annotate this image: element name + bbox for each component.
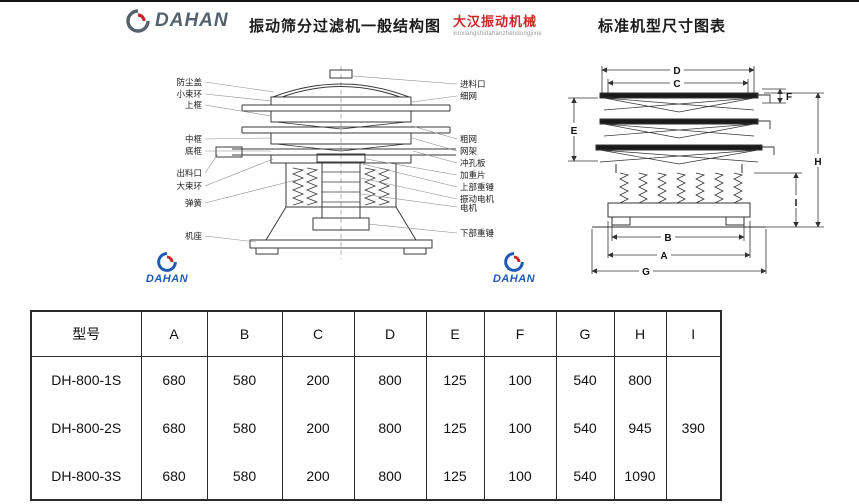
brand-pinyin: xinxiangshidahanzhendongjixie [453, 31, 542, 37]
value-cell: 100 [483, 356, 557, 404]
value-cell: 580 [206, 356, 283, 404]
col-header: D [353, 310, 427, 357]
value-cell: 125 [425, 356, 485, 404]
model-cell: DH-800-1S [30, 356, 142, 404]
dimension-diagram: D C F E H I B A G [567, 63, 825, 278]
col-header: A [140, 310, 208, 357]
part-label: 冲孔板 [460, 158, 486, 168]
leader-lines [204, 75, 458, 243]
model-cell: DH-800-3S [30, 452, 142, 500]
value-cell: 200 [281, 452, 355, 500]
value-cell: 540 [555, 404, 615, 452]
value-cell: 540 [555, 452, 615, 500]
value-cell: 800 [353, 356, 427, 404]
value-cell: 540 [555, 356, 615, 404]
value-cell: 580 [206, 452, 283, 500]
dim-label-h: H [814, 157, 821, 168]
part-label: 机座 [185, 231, 203, 241]
brand-name: 大汉振动机械 [453, 14, 538, 29]
col-header: F [483, 310, 557, 357]
model-cell: DH-800-2S [30, 404, 142, 452]
part-label: 下部重锤 [460, 228, 495, 238]
value-cell: 100 [483, 404, 557, 452]
value-cell: 680 [140, 404, 208, 452]
part-label: 出料口 [176, 168, 202, 178]
part-label: 进料口 [460, 79, 486, 89]
value-cell: 100 [483, 452, 557, 500]
table-row: DH-800-1S 680 580 200 800 125 100 540 80… [30, 356, 722, 500]
value-cell: 800 [353, 404, 427, 452]
part-label: 网架 [460, 146, 478, 156]
col-header: I [665, 310, 722, 357]
value-cell: 800 [353, 452, 427, 500]
dim-label-a: A [660, 251, 667, 262]
part-label: 上框 [185, 100, 203, 110]
part-label: 大束环 [176, 181, 202, 191]
table-header-row: 型号 A B C D E F G H I [30, 310, 722, 357]
dim-label-i: I [795, 198, 798, 209]
col-header: B [206, 310, 283, 357]
part-label: 上部重锤 [460, 182, 495, 192]
structure-diagram: 防尘盖 小束环 上框 中框 底框 出料口 大束环 弹簧 机座 进料口 细网 粗网… [176, 66, 495, 259]
dim-label-d: D [673, 66, 680, 77]
part-label: 振动电机 [460, 194, 495, 204]
brand-block: 大汉振动机械 xinxiangshidahanzhendongjixie [453, 11, 542, 37]
dahan-logo-text: DAHAN [492, 273, 536, 285]
part-label: 防尘盖 [176, 77, 202, 87]
col-header: G [555, 310, 615, 357]
part-label: 加重片 [460, 170, 486, 180]
i-value-cell: 390 [665, 356, 722, 500]
spec-table: 型号 A B C D E F G H I DH-800-1S 680 580 2… [30, 310, 722, 501]
value-cell: 125 [425, 404, 485, 452]
value-cell: 580 [206, 404, 283, 452]
dimension-lines [568, 66, 824, 274]
header-logo-text: DAHAN [155, 10, 229, 31]
part-label: 小束环 [176, 89, 202, 99]
table-row: DH-800-3S 680 580 200 800 125 100 540 10… [30, 452, 721, 500]
value-cell: 680 [140, 452, 208, 500]
col-header: H [613, 310, 667, 357]
dahan-swirl-icon [126, 9, 150, 33]
dim-label-f: F [786, 92, 792, 103]
dahan-swirl-icon [157, 252, 177, 272]
dim-label-g: G [642, 267, 650, 278]
dahan-swirl-icon [504, 252, 524, 272]
dahan-logo: DAHAN [140, 252, 194, 285]
value-cell: 800 [613, 356, 667, 404]
part-label: 底框 [185, 146, 203, 156]
dim-label-c: C [673, 79, 680, 90]
value-cell: 200 [281, 356, 355, 404]
dahan-logo-text: DAHAN [145, 273, 189, 285]
value-cell: 200 [281, 404, 355, 452]
col-header: 型号 [30, 310, 142, 357]
dimension-chart-title: 标准机型尺寸图表 [598, 18, 727, 35]
part-label: 粗网 [460, 134, 477, 144]
part-labels: 防尘盖 小束环 上框 中框 底框 出料口 大束环 弹簧 机座 进料口 细网 粗网… [176, 77, 494, 241]
value-cell: 945 [613, 404, 667, 452]
machine-side-view [592, 92, 775, 228]
dim-label-e: E [571, 126, 578, 137]
machine-drawing [215, 66, 456, 259]
value-cell: 1090 [613, 452, 667, 500]
header-logo: DAHAN [126, 9, 229, 33]
value-cell: 680 [140, 356, 208, 404]
dimension-labels: D C F E H I B A G [567, 63, 825, 278]
part-label: 电机 [460, 203, 478, 213]
table-row: DH-800-2S 680 580 200 800 125 100 540 94… [30, 404, 721, 452]
part-label: 弹簧 [185, 198, 203, 208]
col-header: C [281, 310, 355, 357]
structure-diagram-title: 振动筛分过滤机一般结构图 [249, 18, 442, 35]
value-cell: 125 [425, 452, 485, 500]
dim-label-b: B [664, 233, 671, 244]
part-label: 中框 [185, 134, 203, 144]
part-label: 细网 [460, 91, 477, 101]
col-header: E [425, 310, 485, 357]
dahan-logo: DAHAN [487, 252, 541, 285]
